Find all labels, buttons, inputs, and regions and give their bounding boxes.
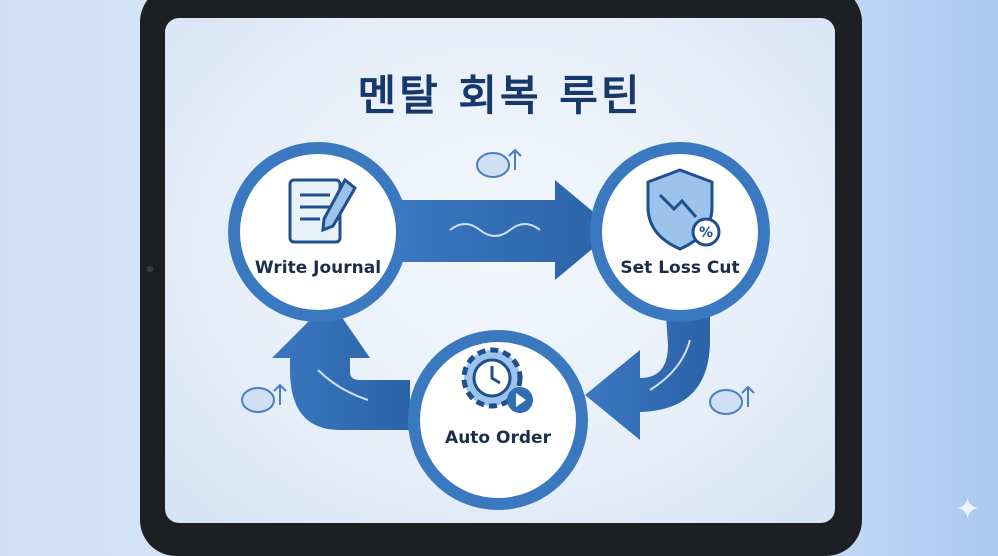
node-write-journal [228, 142, 408, 322]
arrow-journal-to-losscut [395, 180, 615, 280]
arrow-autoorder-to-journal [272, 300, 410, 430]
sparkle-icon: ✦ [955, 492, 981, 527]
svg-text:%: % [699, 225, 713, 241]
brain-up-arrow-icon [709, 385, 755, 415]
page-title: 멘탈 회복 루틴 [357, 71, 643, 120]
node-auto-order [408, 330, 588, 510]
brain-up-arrow-icon [241, 383, 287, 413]
node-label-write-journal: Write Journal [254, 258, 382, 278]
node-set-loss-cut: % [590, 142, 770, 322]
camera-dot [147, 266, 153, 272]
brain-up-arrow-icon [476, 148, 522, 178]
shield-percent-icon: % [646, 168, 721, 251]
arrow-losscut-to-autoorder [585, 300, 710, 440]
node-label-auto-order: Auto Order [445, 428, 551, 448]
node-label-set-loss-cut: Set Loss Cut [620, 258, 740, 278]
cycle-diagram: % [228, 142, 770, 510]
journal-pen-icon [288, 177, 357, 244]
gear-clock-play-icon [461, 347, 533, 413]
tablet-screen: % 멘탈 회복 루틴 Write Journal Set Loss Cut Au… [165, 18, 835, 523]
